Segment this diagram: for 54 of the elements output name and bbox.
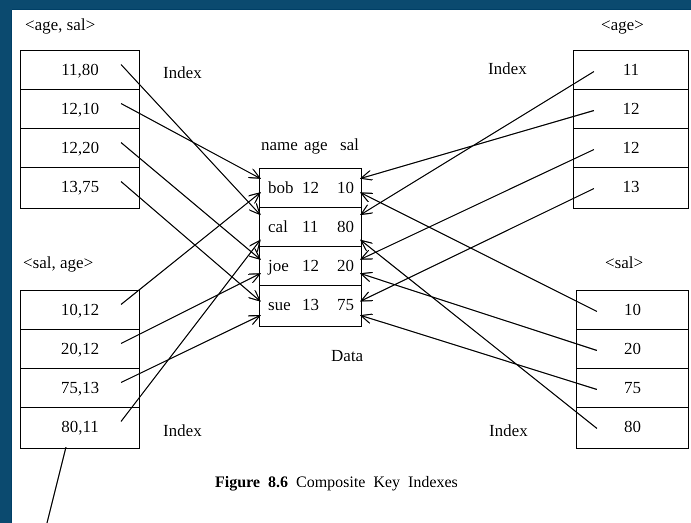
- arrow: [120, 273, 261, 344]
- cell-text: 12: [302, 178, 319, 198]
- key-heading: <sal>: [605, 253, 644, 273]
- column-header: name: [261, 135, 298, 155]
- table-label: Data: [331, 346, 364, 366]
- cell-text: 10: [623, 300, 642, 320]
- index-label: Index: [488, 59, 527, 79]
- arrow: [360, 110, 594, 181]
- cell-text: 80: [337, 217, 354, 237]
- arrow: [120, 314, 261, 384]
- figure-caption: Figure 8.6 Composite Key Indexes: [215, 474, 458, 492]
- index-label: Index: [163, 421, 202, 441]
- index-label: Index: [489, 421, 528, 441]
- arrow: [360, 70, 594, 216]
- cell-text: 11: [622, 60, 640, 80]
- key-heading: <age, sal>: [25, 15, 96, 35]
- cell-text: 75: [337, 295, 354, 315]
- cell-text: 13,75: [60, 177, 100, 197]
- cell-text: 20,12: [60, 339, 100, 359]
- cell-text: cal: [268, 217, 288, 237]
- cell-text: 80: [623, 417, 642, 437]
- index-label: Index: [163, 63, 202, 83]
- arrow: [120, 240, 261, 422]
- cell-text: 12,20: [60, 138, 100, 158]
- cell-text: 13: [302, 295, 319, 315]
- leader-line: [46, 446, 67, 523]
- key-heading: <sal, age>: [23, 253, 94, 273]
- cell-text: 12: [302, 256, 319, 276]
- column-header: sal: [340, 135, 359, 155]
- arrow: [360, 272, 598, 352]
- cell-text: 12: [622, 99, 640, 119]
- cell-text: 13: [622, 177, 640, 197]
- cell-text: 10,12: [60, 300, 100, 320]
- cell-text: 12,10: [60, 99, 100, 119]
- key-heading: <age>: [601, 15, 644, 35]
- cell-text: 20: [623, 339, 642, 359]
- column-header: age: [304, 135, 328, 155]
- arrow: [120, 102, 261, 179]
- cell-text: 75: [623, 378, 642, 398]
- cell-text: 75,13: [60, 378, 100, 398]
- cell-text: bob: [268, 178, 294, 198]
- arrow: [360, 240, 598, 429]
- cell-text: 11: [302, 217, 318, 237]
- arrow: [360, 313, 598, 390]
- cell-text: 20: [337, 256, 354, 276]
- cell-text: joe: [268, 256, 289, 276]
- cell-text: 10: [337, 178, 354, 198]
- cell-text: 11,80: [60, 60, 100, 80]
- arrow: [120, 64, 261, 216]
- cell-text: 12: [622, 138, 640, 158]
- arrow: [120, 142, 261, 260]
- cell-text: sue: [268, 295, 291, 315]
- cell-text: 80,11: [60, 417, 100, 437]
- arrow: [360, 148, 594, 260]
